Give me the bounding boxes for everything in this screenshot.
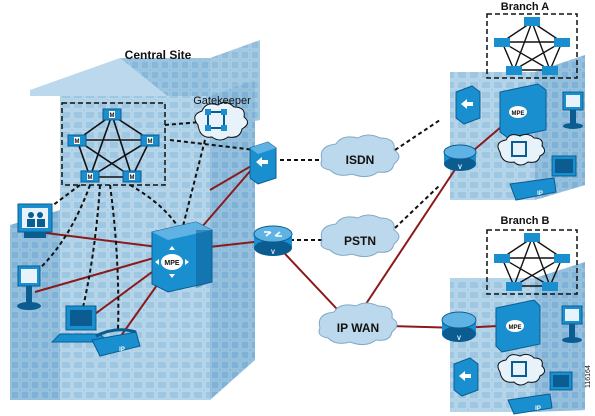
mcu-icon: M — [122, 170, 142, 183]
gateway-icon — [249, 141, 277, 185]
svg-text:V: V — [457, 336, 461, 342]
svg-text:IP: IP — [119, 347, 125, 353]
workstation-icon — [50, 305, 110, 343]
mcu-icon — [494, 38, 510, 47]
svg-text:IP: IP — [535, 406, 541, 412]
svg-text:M: M — [130, 175, 135, 181]
branch-a-mcu-cluster — [486, 13, 578, 79]
cloud-icon — [318, 302, 398, 346]
cloud-icon — [320, 134, 400, 178]
mcu-icon — [524, 233, 540, 242]
gatekeeper-icon — [194, 101, 248, 141]
mcu-icon: M — [80, 170, 100, 183]
svg-text:V: V — [458, 165, 462, 171]
mpe-switch-icon: MPE — [495, 299, 541, 353]
mcu-icon: M — [140, 134, 160, 147]
svg-text:M: M — [110, 113, 115, 119]
svg-text:MPE: MPE — [508, 325, 521, 331]
svg-text:IP: IP — [537, 191, 543, 197]
video-kiosk-icon — [562, 91, 584, 129]
mpe-switch-icon: MPE — [151, 221, 213, 293]
branch-a-label: Branch A — [501, 1, 550, 13]
ip-phone-icon: IP — [507, 393, 553, 415]
gateway-icon — [453, 357, 479, 397]
workstation-icon — [551, 155, 577, 177]
svg-text:MPE: MPE — [511, 111, 524, 117]
svg-text:MPE: MPE — [164, 260, 180, 267]
mcu-icon — [494, 254, 510, 263]
central-mcu-cluster: M M M M M — [61, 102, 166, 186]
video-terminal-icon — [17, 203, 53, 238]
gateway-icon — [455, 85, 481, 125]
voice-router-icon: V — [253, 225, 293, 256]
mcu-icon — [542, 66, 558, 75]
mcu-icon — [554, 254, 570, 263]
video-kiosk-icon — [17, 265, 41, 310]
isdn-label: ISDN — [346, 153, 375, 167]
ip-phone-icon: IP — [509, 177, 557, 201]
central-site-label: Central Site — [125, 48, 192, 62]
mcu-icon: M — [102, 108, 122, 121]
ip-wan-label: IP WAN — [337, 321, 379, 335]
mcu-icon — [524, 17, 540, 26]
mpe-switch-icon: MPE — [499, 83, 547, 139]
pstn-label: PSTN — [344, 234, 376, 248]
voice-router-icon: V — [443, 144, 477, 171]
workstation-icon — [549, 371, 573, 391]
mcu-icon — [506, 282, 522, 291]
gatekeeper-icon — [497, 133, 546, 166]
gatekeeper-icon — [497, 353, 546, 386]
svg-text:M: M — [75, 139, 80, 145]
svg-text:M: M — [148, 139, 153, 145]
cloud-icon — [320, 214, 400, 258]
gatekeeper-label: Gatekeeper — [193, 95, 251, 107]
branch-b-label: Branch B — [501, 215, 550, 227]
video-kiosk-icon — [561, 305, 583, 343]
svg-text:V: V — [271, 250, 275, 256]
voice-router-icon: V — [441, 311, 477, 342]
branch-b-mcu-cluster — [486, 229, 578, 295]
link-ipwan-branch-a — [351, 161, 461, 326]
mcu-cluster-boundary — [61, 102, 166, 186]
mcu-icon — [542, 282, 558, 291]
figure-id: 116164 — [585, 365, 592, 388]
mcu-icon — [506, 66, 522, 75]
svg-text:M: M — [88, 175, 93, 181]
mcu-icon: M — [67, 134, 87, 147]
mcu-icon — [554, 38, 570, 47]
ip-phone-icon: IP — [91, 328, 141, 357]
